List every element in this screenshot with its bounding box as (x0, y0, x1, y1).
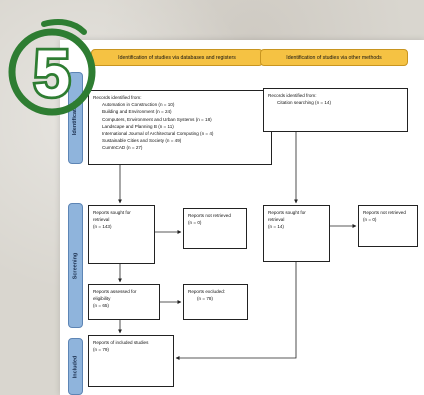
stage-included: Included (68, 338, 83, 395)
reports-excluded-box: Reports excluded: (n = 78) (183, 284, 248, 320)
records-other-box: Records identified from: Citation search… (263, 88, 408, 132)
stage-included-label: Included (72, 355, 79, 378)
reports-sought-left-box: Reports sought for retrieval (n = 143) (88, 205, 155, 264)
reports-assessed-box: Reports assessed for eligibility (n = 65… (88, 284, 160, 320)
included-studies-box: Reports of included studies (n = 79) (88, 335, 174, 387)
box-text: eligibility (93, 296, 111, 302)
header-other-label: Identification of studies via other meth… (286, 54, 382, 61)
connector-lines (118, 132, 357, 360)
box-text: Reports excluded: (188, 289, 226, 294)
header-databases: Identification of studies via databases … (91, 49, 263, 66)
box-text: Reports assessed for (93, 289, 137, 294)
box-text: retrieval (268, 217, 285, 223)
box-text: (n = 79) (93, 347, 109, 353)
header-databases-label: Identification of studies via databases … (118, 54, 236, 61)
stage-screening: Screening (68, 203, 83, 328)
badge-ring-tail (41, 19, 87, 35)
box-text: (n = 143) (93, 224, 112, 230)
list-item: Sustainable Cities and Society (n = 49) (102, 138, 182, 144)
box-text: Reports of included studies (93, 340, 149, 345)
list-item: CumInCAD (n = 27) (102, 145, 143, 151)
records-databases-box: Records identified from: Automation in C… (88, 90, 272, 165)
box-text: Reports sought for (93, 210, 131, 215)
reports-not-retrieved-left-box: Reports not retrieved (n = 0) (183, 208, 247, 249)
reports-not-retrieved-right-box: Reports not retrieved (n = 0) (358, 205, 418, 247)
stage-screening-label: Screening (72, 252, 79, 279)
badge-number: 5 (34, 36, 71, 110)
stage-identification: Identification (68, 72, 83, 164)
box-text: (n = 65) (93, 303, 109, 309)
box-text: Reports sought for (268, 210, 306, 215)
box-text: (n = 78) (197, 296, 213, 302)
records-other-title: Records identified from: (268, 93, 317, 98)
box-text: (n = 0) (363, 217, 377, 223)
box-text: (n = 14) (268, 224, 284, 230)
box-text: Reports not retrieved (188, 213, 231, 218)
box-text: Reports not retrieved (363, 210, 406, 215)
list-item: Building and Environment (n = 24) (102, 109, 172, 115)
list-item: International Journal of Architectural C… (102, 131, 214, 137)
badge-ring (8, 28, 96, 116)
reports-sought-right-box: Reports sought for retrieval (n = 14) (263, 205, 330, 262)
number-five-badge: 5 (8, 19, 96, 116)
prisma-flow-diagram: Identification of studies via databases … (60, 40, 424, 395)
records-databases-title: Records identified from: (93, 95, 142, 100)
list-item: Landscape and Planning B (n = 11) (102, 123, 174, 129)
records-other-item: Citation searching (n = 14) (277, 100, 332, 106)
arrow-other-to-included (175, 262, 297, 360)
box-text: retrieval (93, 217, 110, 223)
header-other-methods: Identification of studies via other meth… (260, 49, 408, 66)
box-text: (n = 0) (188, 220, 202, 226)
list-item: Automation in Construction (n = 10) (102, 102, 175, 108)
list-item: Computers, Environment and Urban Systems… (102, 116, 212, 122)
